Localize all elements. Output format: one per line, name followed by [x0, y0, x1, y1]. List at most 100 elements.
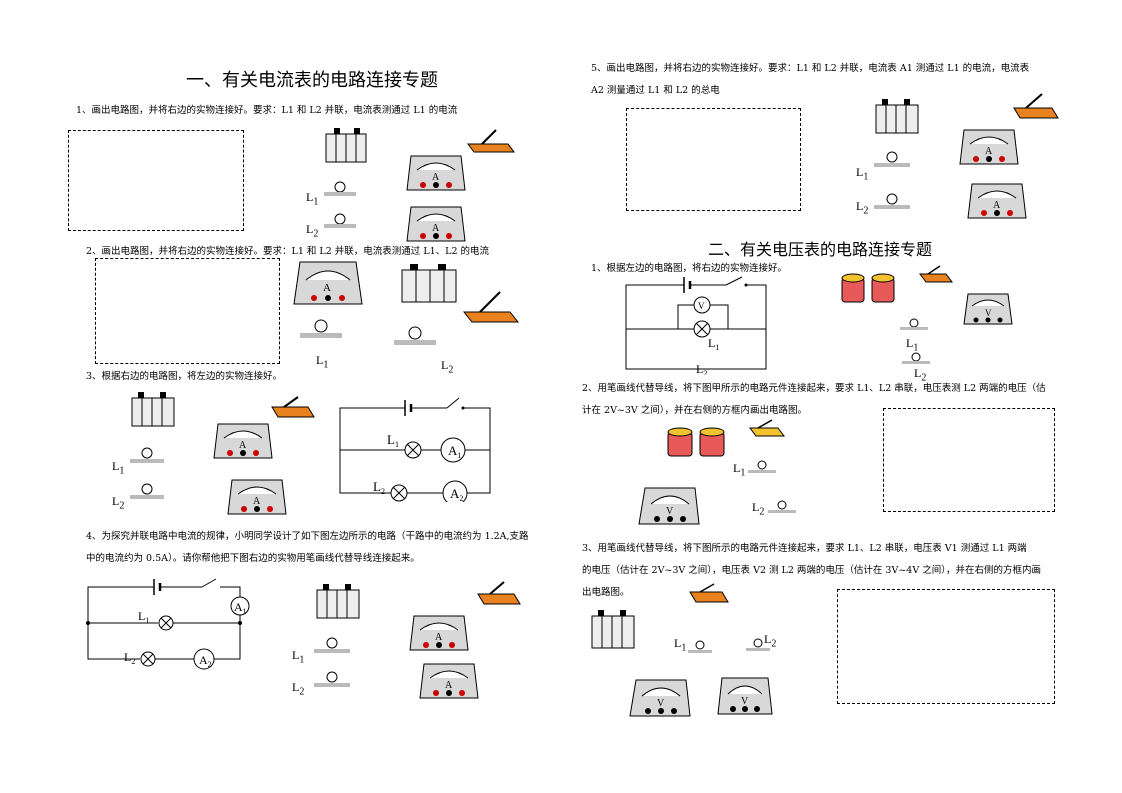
battery-pack-icon: [316, 584, 360, 619]
diagram-label-l1: L1: [387, 432, 399, 449]
question-1-text: 1、画出电路图，并将右边的实物连接好。要求：L1 和 L2 并联，电流表测通过 …: [76, 105, 458, 116]
ammeter-icon: A: [406, 155, 466, 191]
bulb-label-l2: L2: [112, 494, 125, 512]
svg-text:A: A: [239, 440, 247, 451]
svg-text:A: A: [253, 496, 261, 507]
svg-text:V: V: [666, 506, 674, 517]
switch-icon: [477, 581, 521, 605]
answer-box-v2[interactable]: [883, 408, 1055, 512]
voltmeter-icon: V: [963, 293, 1013, 325]
voltmeter-icon: V: [717, 677, 773, 715]
svg-text:A: A: [985, 146, 993, 157]
battery-pack-icon: [401, 264, 457, 303]
svg-text:V: V: [985, 308, 992, 318]
svg-text:A: A: [323, 282, 331, 294]
bulb-label-l2: L2: [441, 358, 454, 376]
diagram-label-a1: A1: [448, 443, 461, 460]
bulb-label-l1: L1: [112, 459, 125, 477]
switch-icon: [1013, 93, 1059, 119]
switch-icon: [689, 583, 729, 603]
bulb-icon: [324, 213, 356, 228]
voltage-question-2-text: 2、用笔画线代替导线，将下图甲所示的电路元件连接起来，要求 L1、L2 串联，电…: [582, 383, 1046, 416]
ammeter-icon: A: [406, 206, 466, 242]
ammeter-icon: A: [213, 423, 273, 459]
bulb-label-l1: L1: [856, 165, 869, 183]
diagram-label-a2: A2: [199, 653, 212, 669]
circuit-diagram-q3: L1 L2 A1 A2: [339, 397, 491, 502]
svg-text:A: A: [435, 632, 443, 643]
diagram-label-a1: A1: [234, 600, 247, 616]
voltmeter-icon: V: [638, 487, 700, 525]
bulb-label-l2: L2: [856, 199, 869, 217]
diagram-label-l2: L2: [696, 362, 707, 375]
bulb-label-l1: L1: [306, 190, 319, 208]
bulb-icon: [874, 151, 910, 167]
diagram-label-l2: L2: [373, 479, 385, 496]
circuit-diagram-q4: L1 L2 A1 A2: [86, 578, 250, 670]
ammeter-icon: A: [293, 261, 363, 305]
bulb-icon: [314, 637, 350, 653]
bulb-icon: [130, 447, 164, 463]
bulb-label-l1: L1: [316, 353, 329, 371]
diagram-label-l2: L2: [124, 650, 135, 666]
section-title-ammeter: 一、有关电流表的电路连接专题: [186, 70, 438, 91]
voltage-question-3-text: 3、用笔画线代替导线，将下图所示的电路元件连接起来，要求 L1、L2 串联，电压…: [582, 543, 1041, 598]
ammeter-icon: A: [967, 183, 1027, 219]
svg-text:V: V: [657, 698, 665, 709]
question-4-text: 4、为探究并联电路中电流的规律，小明同学设计了如下图左边所示的电路（干路中的电流…: [86, 531, 529, 564]
ammeter-icon: A: [409, 615, 469, 651]
battery-pack-icon: [875, 99, 919, 134]
switch-icon: [271, 396, 315, 418]
bulb-label-l1: L1: [292, 648, 305, 666]
bulb-label-l2: L2: [764, 632, 777, 650]
answer-box-q2[interactable]: [95, 258, 280, 364]
bulb-icon: [874, 193, 910, 209]
bulb-icon: [394, 326, 436, 345]
ammeter-icon: A: [959, 129, 1019, 165]
diagram-label-a2: A2: [450, 486, 463, 502]
question-5-text: 5、画出电路图，并将右边的实物连接好。要求：L1 和 L2 并联，电流表 A1 …: [591, 63, 1030, 96]
answer-box-v3[interactable]: [837, 589, 1055, 704]
apparatus-q1: [325, 128, 515, 163]
switch-icon: [919, 265, 953, 283]
bulb-icon: [902, 352, 930, 364]
voltmeter-icon: V: [629, 679, 691, 717]
bulb-label-l1: L1: [906, 336, 919, 354]
ammeter-icon: A: [419, 663, 479, 699]
circuit-diagram-v1: V L1 L2: [625, 276, 767, 375]
answer-box-q1[interactable]: [68, 130, 244, 231]
svg-text:A: A: [993, 200, 1001, 211]
bulb-icon: [748, 460, 776, 473]
bulb-label-l1: L1: [674, 636, 687, 654]
bulb-icon: [746, 638, 770, 651]
svg-text:V: V: [741, 696, 749, 707]
svg-text:A: A: [432, 172, 440, 183]
bulb-icon: [324, 181, 356, 196]
battery-pack-icon: [591, 610, 635, 649]
battery-pack-icon: [131, 392, 175, 427]
bulb-icon: [900, 318, 928, 330]
battery-pack-icon: [325, 128, 367, 163]
voltage-question-1-text: 1、根据左边的电路图，将右边的实物连接好。: [591, 263, 788, 274]
bulb-icon: [768, 500, 796, 513]
switch-icon: [749, 419, 785, 437]
question-3-text: 3、根据右边的电路图，将左边的实物连接好。: [86, 371, 283, 382]
svg-text:A: A: [445, 680, 453, 691]
diagram-label-v: V: [698, 301, 705, 311]
diagram-label-l1: L1: [138, 609, 149, 625]
bulb-icon: [314, 671, 350, 687]
battery-cells-icon: [841, 273, 895, 303]
bulb-label-l2: L2: [752, 500, 765, 518]
bulb-icon: [130, 483, 164, 499]
bulb-label-l2: L2: [306, 222, 319, 240]
ammeter-icon: A: [227, 479, 287, 515]
bulb-label-l2: L2: [292, 680, 305, 698]
section-title-voltmeter: 二、有关电压表的电路连接专题: [708, 240, 933, 259]
answer-box-q5[interactable]: [626, 108, 801, 211]
switch-icon: [467, 129, 515, 153]
bulb-icon: [688, 640, 712, 653]
diagram-label-l1: L1: [708, 336, 719, 352]
svg-text:A: A: [432, 223, 440, 234]
bulb-icon: [300, 319, 342, 338]
switch-icon: [462, 291, 520, 323]
